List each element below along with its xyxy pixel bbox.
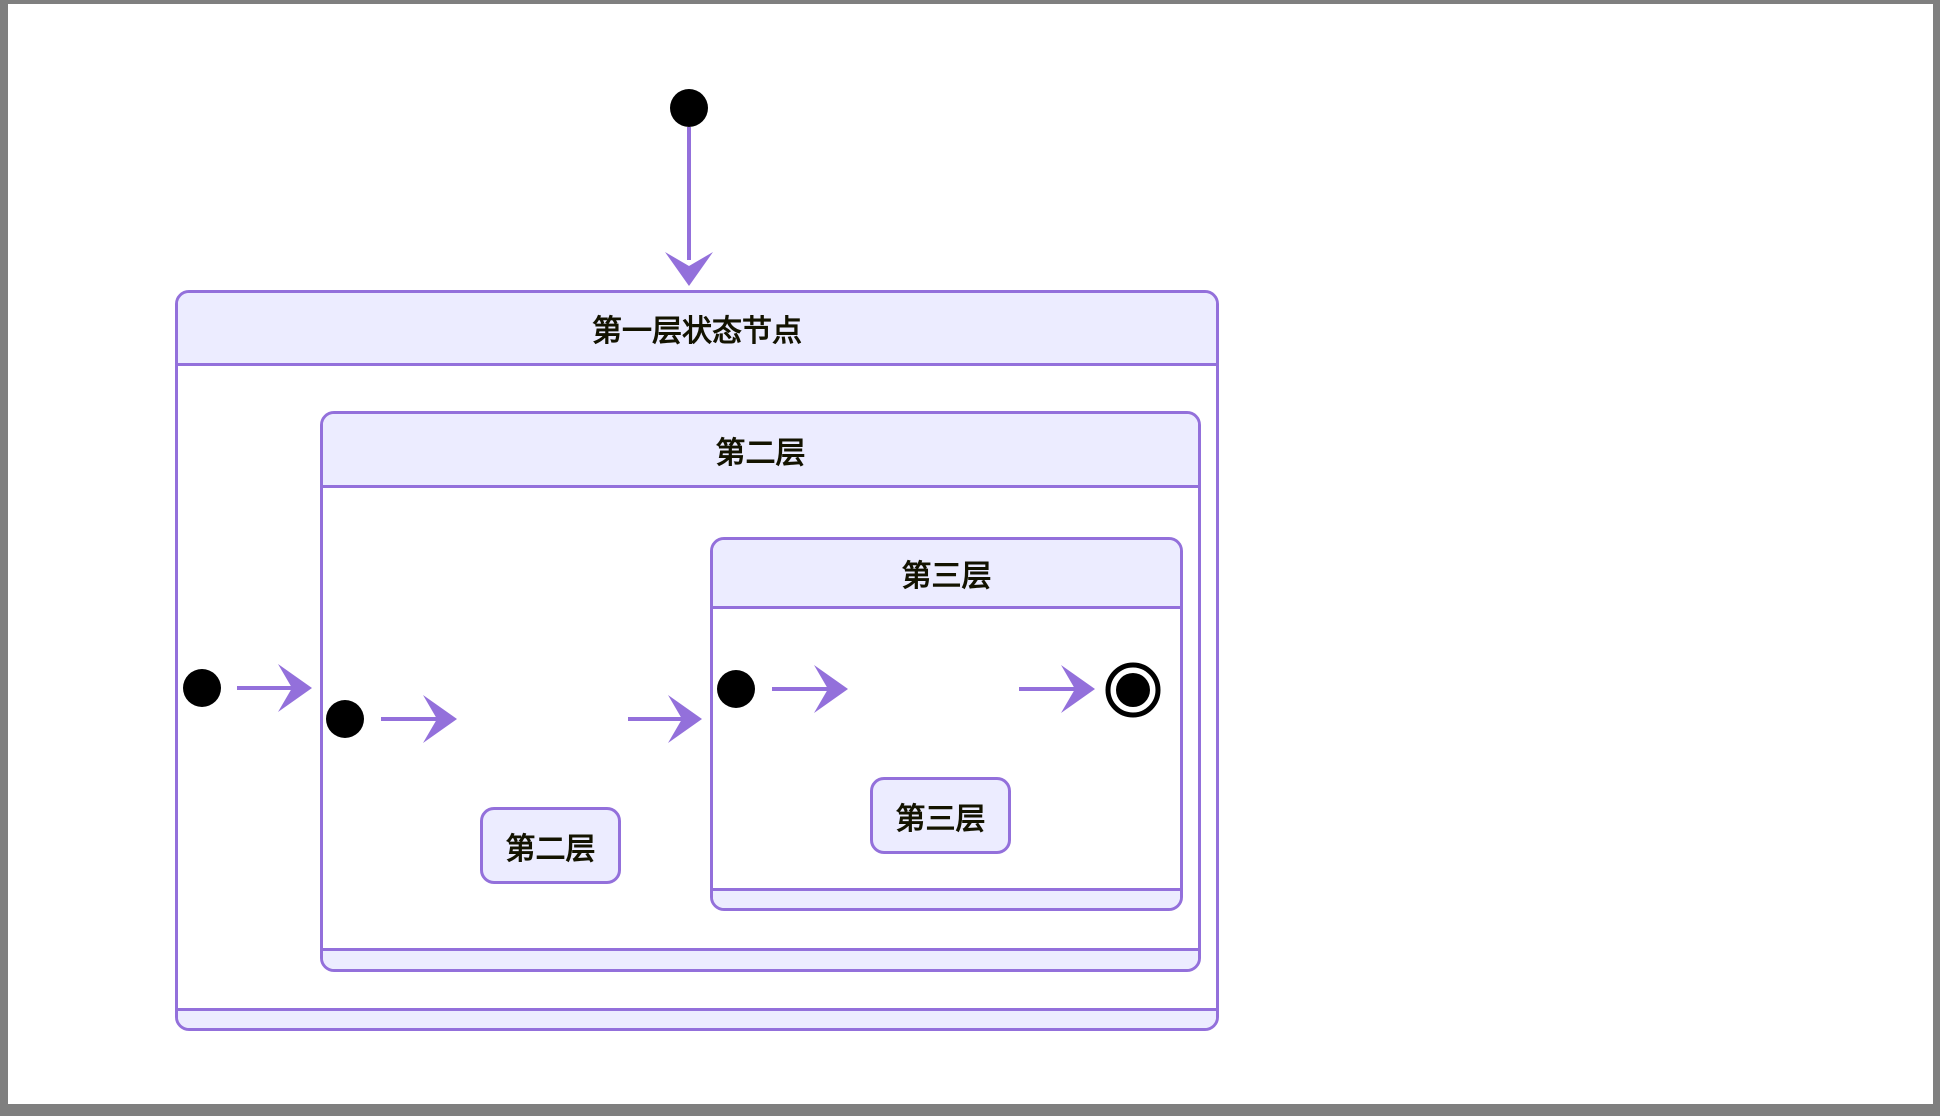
- initial-state-dot-top: [670, 89, 708, 127]
- composite-state-layer3: 第三层: [710, 537, 1183, 911]
- composite-state-layer1-header: 第一层状态节点: [178, 293, 1216, 366]
- composite-state-layer1-footer: [178, 1008, 1216, 1028]
- composite-state-layer2-header: 第二层: [323, 414, 1198, 488]
- state-node-layer2: 第二层: [480, 807, 621, 884]
- arrowhead-down-icon: [665, 252, 713, 286]
- composite-state-layer3-footer: [713, 888, 1180, 908]
- composite-state-layer3-title: 第三层: [901, 560, 992, 593]
- composite-state-layer3-header: 第三层: [713, 540, 1180, 609]
- state-node-layer3: 第三层: [870, 777, 1011, 854]
- state-node-layer2-label: 第二层: [505, 832, 596, 866]
- composite-state-layer1-title: 第一层状态节点: [592, 315, 802, 348]
- diagram-canvas: 第一层状态节点 第二层 第三层 第二层 第三层: [8, 4, 1933, 1104]
- state-node-layer3-label: 第三层: [895, 802, 986, 836]
- composite-state-layer2-footer: [323, 948, 1198, 969]
- composite-state-layer2-title: 第二层: [715, 436, 806, 470]
